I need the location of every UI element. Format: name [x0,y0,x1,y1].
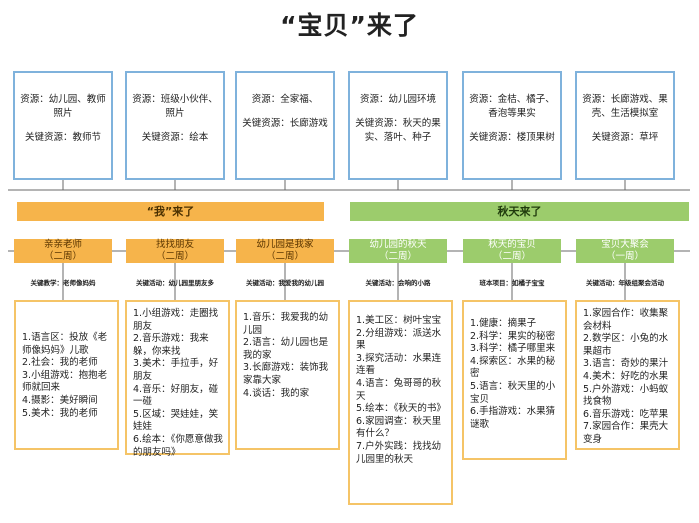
activity-item: 1.小组游戏：走圈找朋友 [133,308,219,332]
activity-item: 6.家园调查：秋天里有什么？ [356,415,442,440]
theme-band-autumn: 秋天来了 [350,202,689,221]
activity-item: 1.语言区：投放《老师像妈妈》儿歌 [22,332,108,356]
activity-item: 5.绘本：《秋天的书》 [356,403,446,415]
activity-item: 3.长廊游戏：装饰我家靠大家 [243,362,329,386]
stage-box: 宝贝大聚会 （一周） [576,239,674,263]
activity-item: 3.语言：奇妙的果汁 [583,358,669,370]
resource-box: 资源：全家福、 关键资源：长廊游戏 [235,71,335,180]
activity-item: 7.户外实践：找找幼儿园里的秋天 [356,440,442,465]
activity-item: 6.音乐游戏：吃苹果 [583,408,669,420]
key-activity-label: 关键教学：老师像妈妈 [30,279,96,287]
theme-band-me: “我”来了 [17,202,324,221]
activity-item: 4.音乐：好朋友，碰一碰 [133,383,219,408]
resource-text: 资源：全家福、 [251,94,319,105]
key-activity-label: 班本项目：如橘子宝宝 [479,279,545,287]
activity-item: 2.科学：果实的秘密 [470,330,556,342]
key-activity-label: 关键活动：幼儿园里朋友多 [136,279,214,287]
stage-name: 亲亲老师 [43,239,82,250]
stage-weeks: （二周） [43,251,82,262]
activity-item: 3.美术：手拉手，好朋友 [133,358,219,382]
activity-item: 5.区域：哭娃娃，笑娃娃 [133,408,219,433]
stage-weeks: （二周） [265,251,304,262]
activity-box: 1.美工区：树叶宝宝 2.分组游戏：派送水果 3.探究活动：水果连连看 4.语言… [348,300,453,505]
resource-box: 资源：幼儿园环境 关键资源：秋天的果实、落叶、种子 [348,71,448,180]
activity-item: 3.小组游戏：抱抱老师就回来 [22,369,108,394]
activity-item: 3.探究活动：水果连连看 [356,352,442,377]
activity-item: 4.美术：好吃的水果 [583,370,669,382]
activity-box: 1.小组游戏：走圈找朋友 2.音乐游戏：我来躲，你来找 3.美术：手拉手，好朋友… [125,300,230,458]
activity-item: 1.家园合作：收集聚会材料 [583,308,669,332]
activity-item: 5.语言：秋天里的小宝贝 [470,380,556,405]
activity-item: 2.音乐游戏：我来躲，你来找 [133,333,209,357]
activity-item: 1.音乐：我爱我的幼儿园 [243,312,329,336]
activity-box: 1.家园合作：收集聚会材料 2.数学区：小兔的水果超市 3.语言：奇妙的果汁 4… [575,300,680,450]
stage-name: 宝贝大聚会 [601,239,649,250]
activity-item: 2.数学区：小兔的水果超市 [583,333,669,357]
activity-item: 4.谈话：我的家 [243,387,310,399]
resource-box: 资源：班级小伙伴、照片 关键资源：绘本 [125,71,225,180]
page-title: “宝贝”来了 [280,11,419,40]
stage-name: 幼儿园是我家 [256,239,314,250]
activity-item: 5.户外游戏：小蚂蚁找食物 [583,383,669,408]
activity-item: 3.科学：橘子哪里来 [470,343,556,355]
key-activity-label: 关键活动：年级组聚会活动 [586,279,664,287]
activity-item: 6.手指游戏：水果猜谜歌 [470,406,556,430]
resource-text: 资源：金桔、橘子、香泡等果实 [469,94,555,119]
activity-item: 4.摄影：美好瞬间 [22,394,98,406]
activity-item: 4.语言：兔哥哥的秋天 [356,377,442,402]
key-resource-text: 关键资源：教师节 [24,132,101,143]
activity-box: 1.健康：摘果子 2.科学：果实的秘密 3.科学：橘子哪里来 4.探索区：水果的… [462,300,567,460]
activity-item: 2.语言：幼儿园也是我的家 [243,337,329,361]
activity-item: 6.绘本：《你愿意做我的朋友吗》 [133,433,223,458]
key-resource-text: 关键资源：长廊游戏 [242,118,328,129]
stage-box: 亲亲老师 （二周） [14,239,112,263]
key-resource-text: 关键资源：绘本 [141,132,209,143]
resource-text: 资源：长廊游戏、果壳、生活模拟室 [582,94,668,119]
activity-item: 2.社会：我的老师 [22,357,98,369]
activity-box: 1.语言区：投放《老师像妈妈》儿歌 2.社会：我的老师 3.小组游戏：抱抱老师就… [14,300,119,450]
stage-box: 幼儿园的秋天 （二周） [349,239,447,263]
activity-item: 5.美术：我的老师 [22,407,98,419]
resource-box: 资源：长廊游戏、果壳、生活模拟室 关键资源：草坪 [575,71,675,180]
stage-box: 秋天的宝贝 （二周） [463,239,561,263]
stage-weeks: （二周） [378,251,417,262]
key-resource-text: 关键资源：秋天的果实、落叶、种子 [355,118,441,143]
activity-item: 1.健康：摘果子 [470,318,537,329]
activity-box: 1.音乐：我爱我的幼儿园 2.语言：幼儿园也是我的家 3.长廊游戏：装饰我家靠大… [235,300,340,450]
stage-name: 找找朋友 [155,239,194,250]
stage-name: 秋天的宝贝 [488,239,536,250]
stage-box: 幼儿园是我家 （二周） [236,239,334,263]
resource-text: 资源：幼儿园环境 [359,94,436,105]
stage-weeks: （二周） [492,251,531,262]
resource-box: 资源：金桔、橘子、香泡等果实 关键资源：楼顶果树 [462,71,562,180]
stage-name: 幼儿园的秋天 [369,239,427,250]
key-resource-text: 关键资源：楼顶果树 [469,132,555,143]
activity-item: 4.探索区：水果的秘密 [470,355,556,380]
stage-box: 找找朋友 （二周） [126,239,224,263]
resource-box: 资源：幼儿园、教师照片 关键资源：教师节 [13,71,113,180]
stage-weeks: （二周） [155,251,194,262]
activity-item: 7.家园合作：果壳大变身 [583,421,669,445]
resource-text: 资源：班级小伙伴、照片 [132,94,218,119]
key-resource-text: 关键资源：草坪 [591,132,659,143]
resource-text: 资源：幼儿园、教师照片 [20,94,106,119]
key-activity-label: 关键活动：我爱我的幼儿园 [246,279,324,287]
activity-item: 1.美工区：树叶宝宝 [356,315,442,326]
key-activity-label: 关键活动：会响的小路 [365,279,431,287]
activity-item: 2.分组游戏：派送水果 [356,327,442,352]
stage-weeks: （一周） [605,251,644,262]
